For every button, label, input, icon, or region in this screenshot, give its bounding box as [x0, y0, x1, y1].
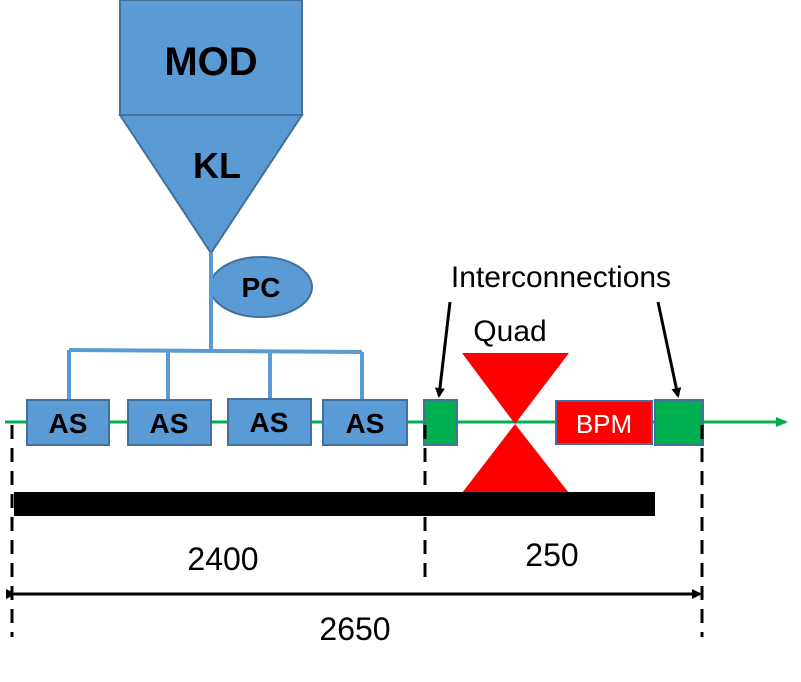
section-label: AS: [346, 408, 385, 439]
dimension-2400: 2400: [187, 541, 258, 577]
section-label: AS: [49, 408, 88, 439]
klystron-label: KL: [193, 145, 241, 186]
quad-label: Quad: [473, 315, 546, 348]
interconnection-right: [654, 399, 704, 446]
interconnection-arrow-right: [656, 301, 682, 398]
modulator-label: MOD: [164, 40, 257, 84]
pulse-compressor-label: PC: [242, 272, 281, 303]
accelerating-section: AS: [227, 398, 312, 446]
accelerating-section: AS: [26, 399, 110, 446]
girder: [14, 492, 655, 516]
bpm-block: [555, 400, 653, 445]
klystron-block: [118, 114, 304, 255]
interconnections-label: Interconnections: [451, 261, 671, 294]
bpm-label: BPM: [576, 409, 632, 439]
modulator-block: [119, 0, 303, 116]
section-label: AS: [150, 408, 189, 439]
section-label: AS: [250, 407, 289, 438]
accelerating-section: AS: [127, 399, 212, 446]
quad-magnet: [462, 353, 569, 493]
interconnection-arrow-left: [434, 301, 452, 398]
dimension-2650: 2650: [319, 611, 390, 647]
rf-distribution: [67, 262, 364, 400]
interconnection-left: [423, 399, 458, 446]
dimension-250: 250: [525, 537, 578, 573]
accelerating-section: AS: [322, 399, 408, 446]
